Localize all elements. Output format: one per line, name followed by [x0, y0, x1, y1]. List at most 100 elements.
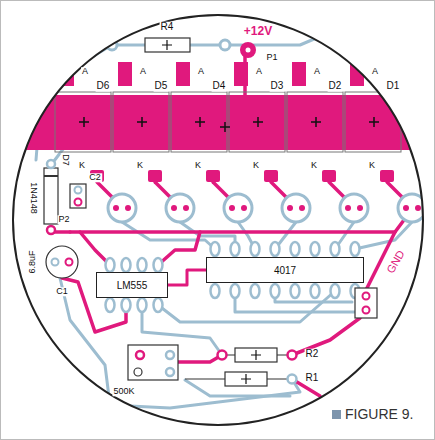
ic-pads	[271, 284, 280, 298]
pin-name: K	[368, 161, 376, 170]
part-value: 1N4148	[28, 181, 37, 215]
resistor-r4	[162, 40, 172, 50]
ic-pads	[311, 284, 320, 298]
ic-pads	[122, 258, 131, 272]
diode-d7	[47, 226, 55, 234]
ic-pads	[231, 242, 240, 256]
bottom-traces	[180, 222, 235, 249]
signal-trace	[168, 270, 206, 285]
resistor-r1	[225, 372, 267, 386]
part-name: R2	[305, 349, 320, 360]
cathode-pads	[206, 170, 220, 182]
ic-pads	[251, 284, 260, 298]
ic-pads	[331, 284, 340, 298]
resistor-r4	[107, 38, 230, 52]
power-pad	[240, 42, 256, 58]
ic-pads	[231, 284, 240, 298]
capacitor-c3	[355, 288, 377, 318]
pin-name: A	[139, 67, 147, 76]
pin-name: K	[78, 161, 86, 170]
capacitor-c2	[70, 184, 86, 208]
power-pad	[240, 42, 256, 58]
pin-name: A	[81, 67, 89, 76]
anode-pads	[118, 62, 132, 86]
board-outline	[13, 15, 423, 425]
resistor-r2	[235, 348, 277, 362]
ic-pads	[311, 242, 320, 256]
led-outlines	[229, 92, 285, 152]
part-name: D4	[212, 81, 227, 92]
transistors	[108, 194, 426, 222]
transistors	[183, 205, 189, 211]
figure-caption: FIGURE 9.	[344, 406, 414, 422]
led-cross-marks	[195, 117, 205, 127]
led-cross-marks	[311, 117, 321, 127]
led-copper-band	[20, 95, 420, 150]
trimmer-potentiometer	[166, 351, 174, 359]
cathode-pads	[264, 170, 278, 182]
cathode-pads	[380, 170, 394, 182]
pin-name: K	[310, 161, 318, 170]
resistor-r4	[145, 38, 190, 52]
ic-pads	[211, 284, 220, 298]
ic-body: LM555	[96, 272, 168, 298]
resistor-r2	[218, 348, 297, 362]
transistors	[113, 205, 119, 211]
capacitor-c2	[70, 184, 86, 208]
capacitor-c1	[66, 259, 73, 266]
part-name: D7	[60, 153, 69, 167]
ic-pads	[138, 258, 147, 272]
transistors	[113, 205, 421, 211]
part-name: C1	[55, 287, 69, 296]
top-traces	[70, 188, 428, 232]
resistor-r1	[185, 372, 297, 386]
pin-name: A	[197, 67, 205, 76]
cathode-pads	[90, 170, 394, 182]
ic-pads	[154, 298, 163, 312]
transistors	[108, 194, 136, 222]
trimmer-potentiometer	[166, 368, 174, 376]
transistors	[171, 205, 177, 211]
part-name: P2	[57, 215, 70, 224]
ic-body: 4017	[206, 257, 364, 283]
ic-pads	[331, 242, 340, 256]
board-area	[20, 28, 428, 408]
led-outlines	[287, 92, 343, 152]
pin-name: A	[371, 67, 379, 76]
transistors	[345, 205, 351, 211]
resistor-r1	[288, 375, 297, 384]
top-traces	[158, 232, 200, 265]
pin-name: K	[252, 161, 260, 170]
transistors	[415, 205, 421, 211]
led-cross-marks	[79, 117, 89, 127]
transistors	[224, 194, 252, 222]
led-cross-marks	[137, 117, 147, 127]
ic-pads	[106, 258, 115, 272]
ic-label: 4017	[274, 265, 296, 276]
bottom-traces	[158, 291, 335, 322]
led-cross-marks	[253, 117, 263, 127]
led-outlines	[113, 92, 169, 152]
pin-name: A	[255, 67, 263, 76]
capacitor-c3	[363, 293, 370, 300]
transistors	[299, 205, 305, 211]
ic-pads	[251, 242, 260, 256]
resistor-r2	[288, 351, 297, 360]
transistors	[287, 205, 293, 211]
capacitor-c3	[363, 307, 370, 314]
ic-pads	[138, 298, 147, 312]
led-cross-marks	[79, 117, 379, 132]
trimmer-potentiometer	[128, 345, 178, 380]
capacitor-c3	[355, 288, 377, 318]
led-outlines	[55, 92, 111, 152]
caption-square	[332, 410, 341, 419]
ic-pads	[154, 258, 163, 272]
transistors	[166, 194, 194, 222]
trimmer-potentiometer	[128, 345, 178, 380]
pin-name: K	[136, 161, 144, 170]
resistor-r2	[218, 351, 227, 360]
capacitor-c2	[75, 199, 82, 206]
